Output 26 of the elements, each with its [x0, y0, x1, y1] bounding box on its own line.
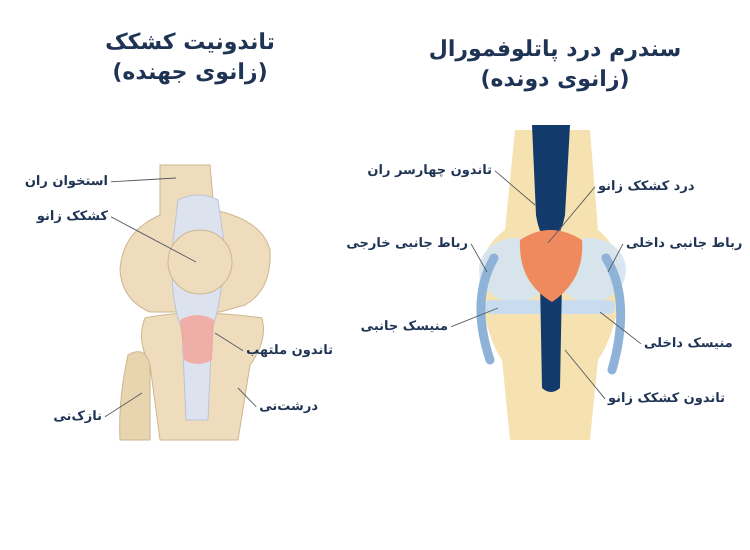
leader-line: [450, 308, 498, 328]
leader-line: [110, 178, 176, 182]
part-label: منیسک جانبی: [360, 319, 448, 335]
part-label: تاندون کشکک زانو: [608, 391, 726, 407]
heading: تاندونیت کشکک (زانوی جهنده): [104, 29, 276, 87]
part-label: تاندون ملتهب: [246, 343, 333, 359]
leader-line: [104, 392, 142, 418]
leader-line: [564, 350, 606, 400]
part-label: نازک‌نی: [53, 409, 102, 425]
part-label: کشکک زانو: [36, 209, 108, 225]
leader-line: [600, 312, 642, 344]
part-label: رباط جانبی داخلی: [626, 236, 742, 252]
part-label: تاندون چهارسر ران: [367, 163, 492, 179]
part-label: منیسک داخلی: [644, 336, 733, 352]
leader-line: [548, 186, 596, 244]
leader-line: [110, 216, 196, 262]
part-label: درد کشکک زانو: [598, 179, 695, 195]
leader-line: [494, 170, 536, 206]
part-label: درشت‌نی: [259, 399, 318, 415]
leader-line: [470, 243, 488, 272]
leader-line: [214, 332, 244, 352]
heading: سندرم درد پاتلوفمورال (زانوی دونده): [428, 36, 682, 94]
part-label: رباط جانبی خارجی: [346, 236, 468, 252]
part-label: استخوان ران: [24, 174, 108, 190]
leader-line: [608, 243, 624, 272]
leader-line: [238, 388, 257, 408]
